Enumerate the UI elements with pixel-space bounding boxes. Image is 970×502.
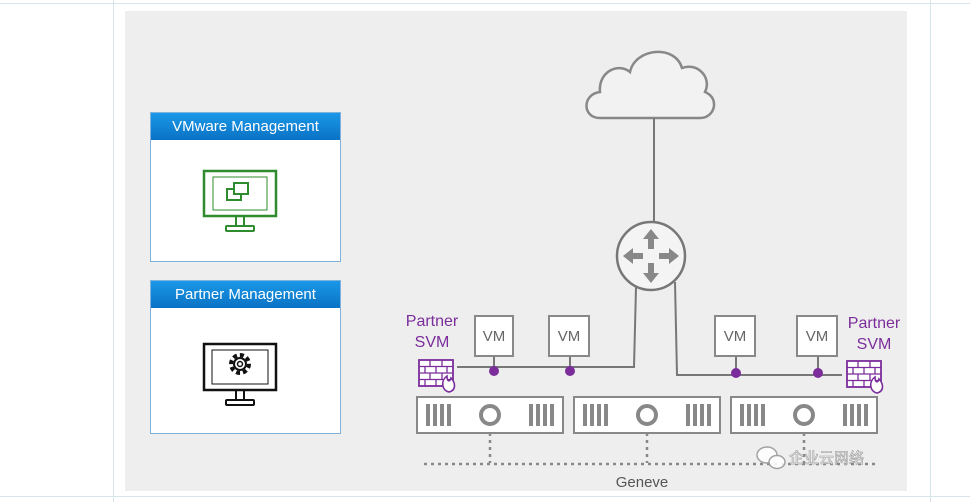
vm-label: VM bbox=[558, 328, 581, 345]
partner-management-title: Partner Management bbox=[151, 281, 340, 308]
vm-label: VM bbox=[724, 328, 747, 345]
vm-label: VM bbox=[483, 328, 506, 345]
router-icon bbox=[615, 220, 687, 292]
right-uplink bbox=[674, 281, 842, 376]
firewall-icon bbox=[418, 359, 456, 393]
left-uplink bbox=[457, 286, 637, 368]
cloud-icon bbox=[585, 50, 716, 120]
partner-svm-left-line2: SVM bbox=[415, 334, 450, 351]
frame-right-line bbox=[930, 0, 931, 502]
host-server bbox=[573, 396, 721, 434]
partner-svm-right-line1: Partner bbox=[848, 315, 901, 332]
partner-management-box: Partner Management bbox=[150, 280, 341, 434]
watermark-text: 企业云网络 bbox=[789, 449, 864, 467]
partner-svm-left-line1: Partner bbox=[406, 313, 459, 330]
vm-label: VM bbox=[806, 328, 829, 345]
partner-svm-right-line2: SVM bbox=[857, 336, 892, 353]
geneve-links bbox=[424, 433, 878, 466]
geneve-label: Geneve bbox=[616, 474, 669, 491]
firewall-icon bbox=[846, 360, 884, 394]
frame-bottom-line bbox=[0, 496, 970, 497]
wechat-watermark-icon bbox=[756, 446, 786, 470]
vmware-management-title: VMware Management bbox=[151, 113, 340, 140]
monitor-windows-icon bbox=[202, 169, 278, 232]
vmware-management-box: VMware Management bbox=[150, 112, 341, 262]
host-server bbox=[416, 396, 564, 434]
host-server bbox=[730, 396, 878, 434]
vm-box: VM bbox=[548, 315, 590, 376]
vm-box: VM bbox=[474, 315, 514, 376]
monitor-gear-icon bbox=[202, 342, 278, 406]
vm-box: VM bbox=[714, 315, 756, 378]
vm-box: VM bbox=[796, 315, 838, 378]
frame-top-line bbox=[0, 3, 970, 4]
frame-left-line bbox=[113, 0, 114, 502]
